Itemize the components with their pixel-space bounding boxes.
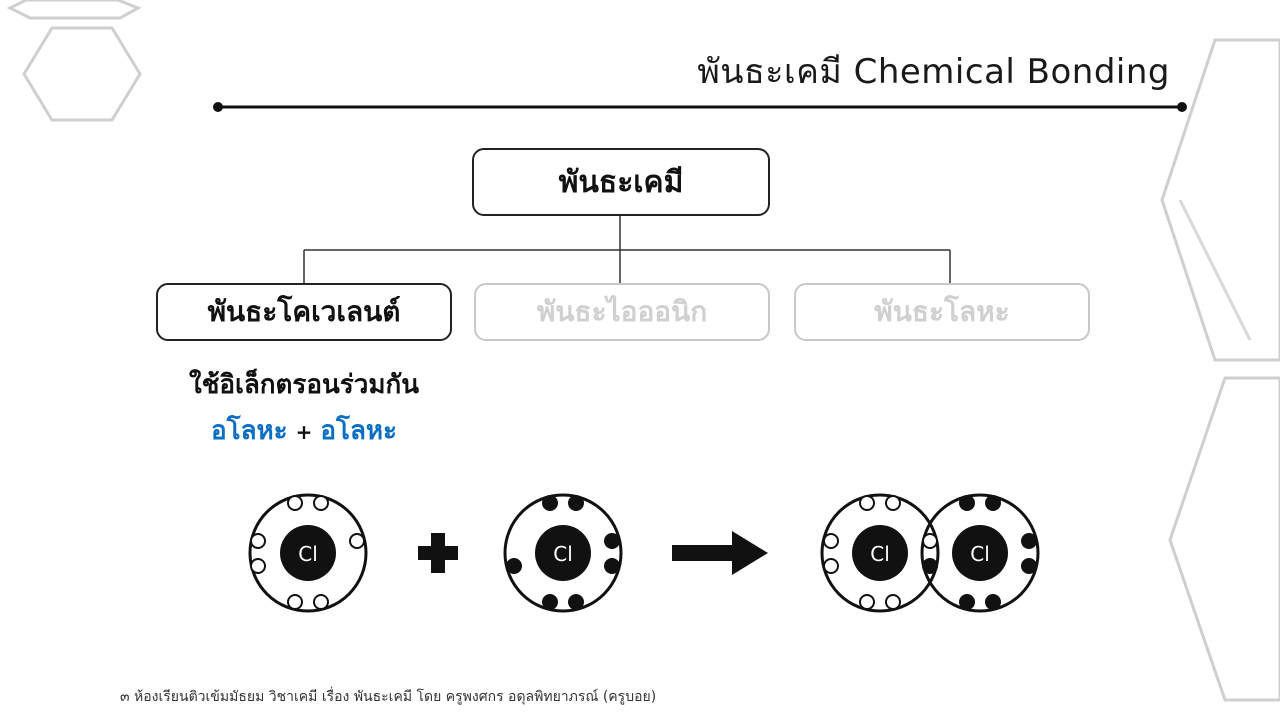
formula-left: อโลหะ	[210, 416, 288, 446]
molecule-symbol-right: Cl	[970, 542, 990, 566]
molecule-cl2: Cl Cl	[820, 493, 1040, 613]
atom1-electrons	[250, 495, 365, 610]
atom2-electrons	[506, 495, 620, 610]
covalent-formula: อโลหะ + อโลหะ	[156, 410, 452, 451]
slide-title: พันธะเคมี Chemical Bonding	[697, 52, 1170, 92]
child-box-ionic: พันธะไอออนิก	[474, 283, 770, 341]
atom-cl-2: Cl	[503, 493, 623, 613]
covalent-description: ใช้อิเล็กตรอนร่วมกัน	[189, 370, 419, 400]
atom2-symbol: Cl	[553, 542, 573, 566]
molecule-hollow-electrons	[823, 495, 938, 610]
atom1-symbol: Cl	[298, 542, 318, 566]
formula-right: อโลหะ	[320, 416, 397, 446]
right-arrow-icon	[672, 531, 768, 575]
rule-end-left	[213, 102, 223, 112]
plus-icon	[418, 533, 458, 573]
rule-end-right	[1177, 102, 1187, 112]
slide-footer: ๓ ห้องเรียนติวเข้มมัธยม วิชาเคมี เรื่อง …	[120, 689, 657, 705]
root-box-chemical-bond: พันธะเคมี	[472, 148, 770, 216]
child-box-metallic: พันธะโลหะ	[794, 283, 1090, 341]
molecule-filled-electrons	[922, 495, 1037, 610]
child-box-covalent: พันธะโคเวเลนต์	[156, 283, 452, 341]
formula-operator: +	[295, 420, 313, 444]
atom-cl-1: Cl	[248, 493, 368, 613]
molecule-symbol-left: Cl	[870, 542, 890, 566]
